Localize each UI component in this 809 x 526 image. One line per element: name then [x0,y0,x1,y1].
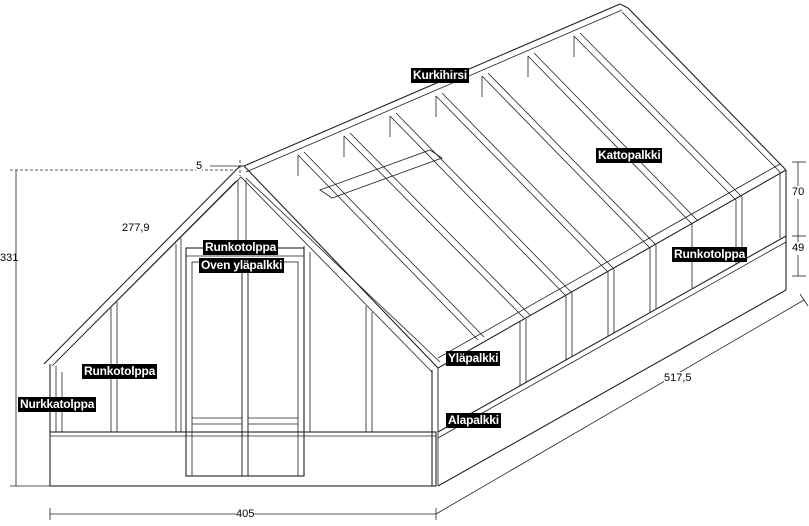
ridge-line [243,3,621,167]
label-kurkihirsi: Kurkihirsi [411,68,470,83]
dim-roof-slope: 277,9 [122,222,150,235]
label-ylapalkki: Yläpalkki [446,351,501,366]
wall-sill-top [437,235,787,433]
front-base [49,431,437,487]
label-runkotolppa-left: Runkotolppa [82,364,158,379]
dim-front-width: 405 [236,508,255,521]
dim-height-total: 331 [0,252,19,264]
label-runkotolppa-right: Runkotolppa [672,247,748,262]
label-alapalkki: Alapalkki [446,413,501,428]
label-runkotolppa-front: Runkotolppa [203,240,279,255]
label-nurkkatolppa: Nurkkatolppa [18,397,97,412]
label-oven-ylapalkki: Oven yläpalkki [199,258,285,273]
dim-lower-wall: 49 [792,242,805,255]
eave-line [437,169,787,369]
label-kattopalkki: Kattopalkki [596,148,663,163]
wall-base [437,289,787,487]
dim-line-517 [435,299,805,515]
dim-eave-offset: 5 [196,160,203,173]
dim-side-length: 517,5 [664,372,692,385]
door-frame [185,247,305,477]
dim-upper-wall: 70 [792,186,805,199]
gable-outline [43,165,439,369]
